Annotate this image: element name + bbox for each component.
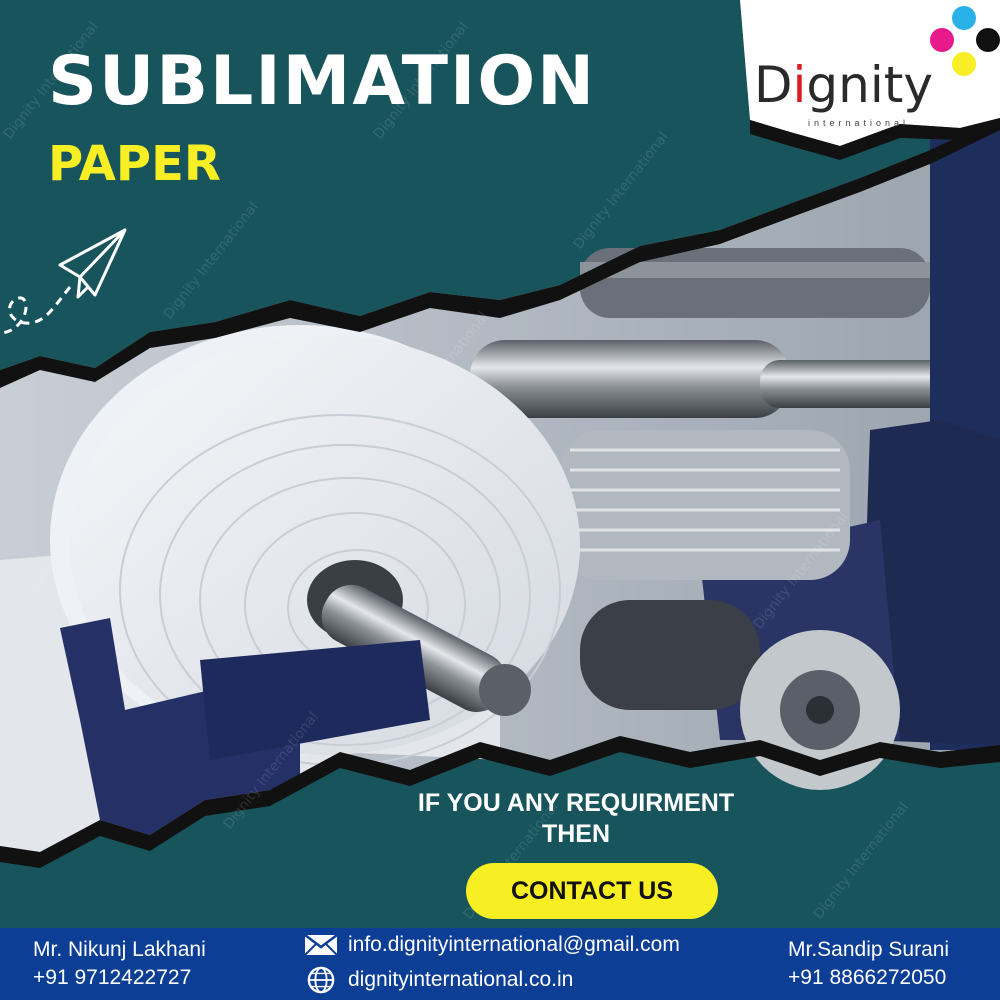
watermark-text: Dignity International <box>221 709 322 832</box>
contact-left: Mr. Nikunj Lakhani +91 9712422727 <box>33 936 206 992</box>
email-row: info.dignityinternational@gmail.com <box>304 931 680 959</box>
watermark-text: Dignity International <box>161 199 262 322</box>
watermark-text: Dignity International <box>21 479 122 602</box>
watermark-text: Dignity International <box>811 799 912 922</box>
contact-us-button[interactable]: CONTACT US <box>466 863 718 919</box>
contact-name: Mr. Nikunj Lakhani <box>33 938 206 961</box>
envelope-icon <box>304 934 338 956</box>
dignity-logo: Dignity international <box>748 0 1000 140</box>
headline-subtitle: PAPER <box>48 136 221 192</box>
logo-wordmark: Dignity <box>754 56 933 114</box>
headline-title: SUBLIMATION <box>48 42 597 121</box>
paper-plane-icon <box>0 228 127 335</box>
contact-phone[interactable]: +91 8866272050 <box>788 966 947 989</box>
contact-right: Mr.Sandip Surani +91 8866272050 <box>788 936 949 992</box>
watermark-text: Dignity International <box>571 129 672 252</box>
requirement-line-1: IF YOU ANY REQUIRMENT <box>417 789 735 817</box>
watermark-text: Dignity International <box>391 309 492 432</box>
requirement-message: IF YOU ANY REQUIRMENT THEN <box>376 788 776 851</box>
contact-phone[interactable]: +91 9712422727 <box>33 966 192 989</box>
globe-icon <box>307 966 335 994</box>
website-link[interactable]: dignityinternational.co.in <box>348 968 574 991</box>
website-row: dignityinternational.co.in <box>304 965 573 995</box>
contact-footer: Mr. Nikunj Lakhani +91 9712422727 info.d… <box>0 928 1000 1000</box>
contact-name: Mr.Sandip Surani <box>788 938 950 961</box>
requirement-line-2: THEN <box>541 820 611 849</box>
email-link[interactable]: info.dignityinternational@gmail.com <box>348 933 680 956</box>
watermark-text: Dignity International <box>751 509 852 632</box>
logo-tagline: international <box>808 118 910 128</box>
